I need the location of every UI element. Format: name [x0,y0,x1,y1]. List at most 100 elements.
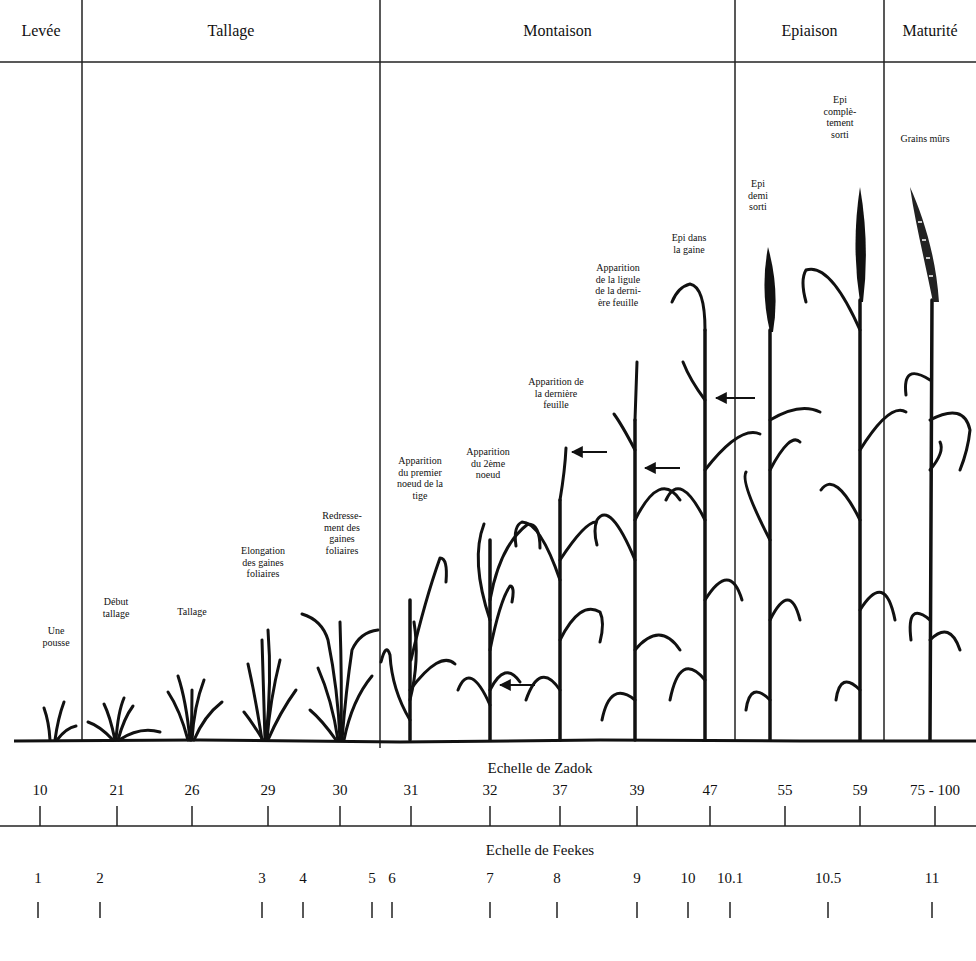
scale-number: 47 [675,781,745,799]
scale-number: 37 [525,781,595,799]
stage-band: Montaison [380,0,735,62]
wheat-plant [560,609,603,642]
wheat-plant [244,712,263,740]
scale-tick [931,902,933,918]
scale-number: 32 [455,781,525,799]
scale-title: Echelle de Zadok [430,759,650,777]
scale-line [0,806,976,826]
wheat-plant [88,722,113,740]
scale-tick [827,902,829,918]
stage-divider [81,0,83,742]
wheat-plant [764,247,775,332]
scale-number: 10 [5,781,75,799]
scale-number: 31 [376,781,446,799]
stage-label: Début tallage [94,596,138,619]
wheat-plant [342,630,378,740]
stage-label: Apparition de la ligule de la derni- ère… [591,262,646,308]
stage-band: Levée [0,0,82,62]
wheat-plant [930,413,970,470]
wheat-plant [614,414,635,450]
scale-number: 59 [825,781,895,799]
wheat-plant [860,592,895,620]
stage-divider [0,0,976,748]
stage-label: Grains mûrs [890,133,960,145]
wheat-plant [410,660,455,690]
wheat-plant [683,362,705,400]
wheat-plant [635,489,680,520]
stage-label: Apparition du premier noeud de la tige [394,455,446,501]
scale-line [116,806,118,826]
pointer-arrow [500,398,755,685]
stage-label: Apparition de la dernière feuille [525,376,587,411]
wheat-plant [670,669,705,700]
scale-tick [391,902,393,918]
scale-number: 30 [305,781,375,799]
scale-number: 1 [13,869,63,887]
wheat-plant [595,362,680,740]
wheat-plant [194,702,222,740]
pointer-arrow [500,684,535,686]
wheat-plant [558,500,562,740]
wheat-plant [515,522,560,580]
wheat-plant [746,692,770,710]
stage-label: Elongation des gaines foliaires [235,545,291,580]
scale-number: 10 [663,869,713,887]
wheat-plant [344,676,372,740]
scale-number: 55 [750,781,820,799]
wheat-plant [821,484,860,520]
scale-number: 6 [367,869,417,887]
wheat-plant [381,558,455,740]
wheat-plant [458,678,490,705]
scale-line [709,806,711,826]
wheat-plant [770,440,800,470]
stage-label: Tallage [167,606,217,618]
wheat-plant [930,300,932,740]
scale-number: 21 [82,781,152,799]
wheat-plant [856,187,866,302]
wheat-plant [310,710,336,740]
stage-name: Levée [21,22,60,40]
wheat-plant [803,187,906,740]
wheat-plant [262,640,265,740]
wheat-plant [635,635,680,650]
wheat-plant [526,677,560,700]
wheat-plant [595,515,635,560]
scale-line [489,806,491,826]
wheat-plant [168,676,222,740]
scale-tick [489,902,491,918]
scale-tick [371,902,373,918]
scale-tick [38,902,932,918]
wheat-plant [490,586,513,650]
wheat-plant [705,433,760,471]
scale-number: 29 [233,781,303,799]
wheat-plant [340,622,341,740]
stage-divider [883,0,885,742]
wheat-plant [770,408,820,420]
stage-label: Redresse- ment des gaines foliaires [319,510,365,556]
scale-number: 2 [75,869,125,887]
wheat-plant [411,558,446,660]
wheat-plant [745,472,770,540]
ground-line [14,740,976,742]
wheat-plant [268,690,296,740]
wheat-plant [635,362,637,420]
wheat-plant [302,614,378,740]
ground-line [14,740,976,742]
stage-divider [734,0,736,742]
scale-number: 26 [157,781,227,799]
wheat-plant [302,614,340,740]
pointer-arrow [716,397,755,399]
scale-line [410,806,412,826]
wheat-plant [266,630,270,740]
wheat-plant [104,704,115,740]
wheat-plant [910,613,930,640]
scale-line [784,806,786,826]
scale-tick [261,902,263,918]
pointer-arrow [645,467,680,469]
wheat-plant [119,730,160,740]
stage-label: Apparition du 2ème noeud [463,446,513,481]
scale-number: 39 [602,781,672,799]
wheat-seedling [57,726,76,740]
